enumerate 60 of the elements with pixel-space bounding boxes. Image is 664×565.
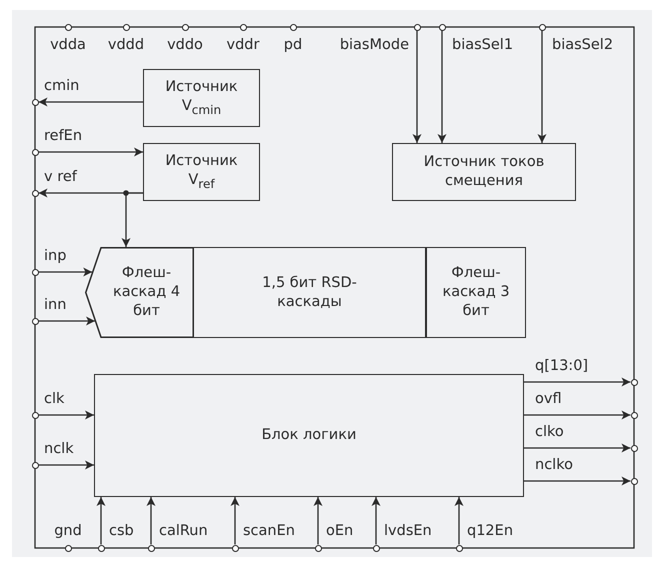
arrow xyxy=(372,497,380,544)
pin-label: vdda xyxy=(50,38,86,52)
arrow xyxy=(314,497,322,544)
stage-box xyxy=(193,247,426,338)
pin-label: vddd xyxy=(108,38,144,52)
arrow xyxy=(412,30,422,143)
pin-label: nclko xyxy=(535,458,573,472)
box-label: 1,5 бит RSD-каскады xyxy=(261,274,358,312)
pin-label: q[13:0] xyxy=(535,359,588,374)
box-label: Флеш-каскад 3 бит xyxy=(442,264,510,321)
arrow xyxy=(38,148,143,156)
pin-label: v ref xyxy=(44,170,77,184)
pin-label: biasSel1 xyxy=(452,38,514,52)
arrow xyxy=(96,497,106,544)
source-box xyxy=(143,69,260,127)
box-label: Источник V$_{ref}$ xyxy=(164,152,239,192)
pin-label: q12En xyxy=(467,524,514,538)
pin-label: scanEn xyxy=(243,524,295,538)
source-box xyxy=(143,143,260,201)
pin-label: clko xyxy=(535,425,564,440)
arrow xyxy=(438,30,446,143)
pin-label: vddr xyxy=(226,38,260,52)
pin-label: gnd xyxy=(54,524,82,538)
arrow xyxy=(524,378,630,386)
arrow xyxy=(454,497,464,544)
pin-label: calRun xyxy=(159,524,208,538)
pin-label: oEn xyxy=(326,524,354,538)
arrow xyxy=(524,410,630,420)
arrow xyxy=(38,460,94,470)
stage-box xyxy=(426,247,526,338)
arrow xyxy=(38,316,96,326)
arrow xyxy=(38,268,92,276)
pin-label: ovfl xyxy=(535,392,562,406)
box-label: Блок логики xyxy=(262,426,356,445)
arrow xyxy=(38,410,94,420)
pin-label: nclk xyxy=(44,442,74,456)
arrow xyxy=(524,476,630,486)
pin-label: biasMode xyxy=(340,38,409,52)
arrow xyxy=(146,497,156,544)
box-label: Источник V$_{cmin}$ xyxy=(164,78,239,118)
arrow xyxy=(524,444,630,452)
arrow xyxy=(122,192,143,247)
pin-label: biasSel2 xyxy=(552,38,614,52)
pin-label: cmin xyxy=(44,79,80,94)
logic-block xyxy=(94,374,524,497)
box-label: Флеш-каскад 4 бит xyxy=(112,264,180,321)
pin-label: pd xyxy=(284,38,302,52)
pin-label: inn xyxy=(44,298,66,312)
pin-label: refEn xyxy=(44,129,82,144)
pin-label: inp xyxy=(44,249,66,264)
source-box xyxy=(392,143,576,201)
arrow xyxy=(230,497,240,544)
arrow xyxy=(38,98,143,106)
pin-label: lvdsEn xyxy=(384,524,432,538)
pin-label: csb xyxy=(109,524,134,538)
box-label: Источник токов смещения xyxy=(422,153,546,191)
pin-label: vddo xyxy=(167,38,203,52)
pin-label: clk xyxy=(44,392,64,406)
arrow xyxy=(538,30,546,143)
stage-box xyxy=(85,247,194,338)
